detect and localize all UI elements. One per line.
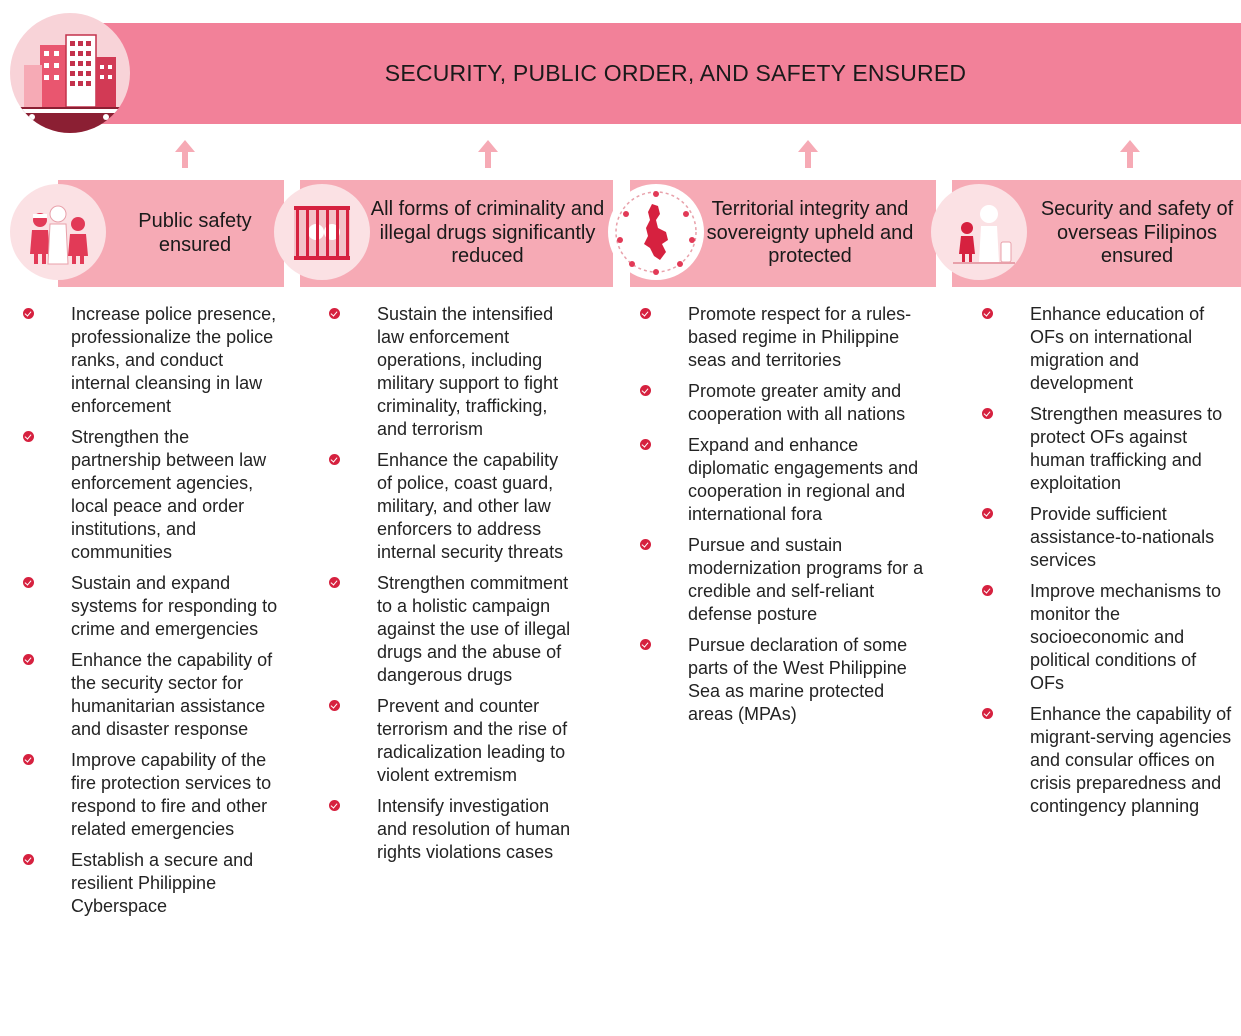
outcome-title: Territorial integrity and sovereignty up…	[706, 198, 914, 267]
strategy-list-overseas-filipinos: Enhance education of OFs on internationa…	[982, 303, 1235, 826]
strategy-list-territorial: Promote respect for a rules-based regime…	[640, 303, 928, 734]
list-item: Establish a secure and resilient Philipp…	[23, 849, 281, 918]
jail-bars-icon	[274, 184, 370, 280]
up-arrow-icon	[1120, 140, 1140, 168]
list-item: Increase police presence, professionaliz…	[23, 303, 281, 418]
traveler-icon	[931, 184, 1027, 280]
list-item: Strengthen commitment to a holistic camp…	[329, 572, 577, 687]
list-item: Enhance the capability of migrant-servin…	[982, 703, 1235, 818]
list-item: Provide sufficient assistance-to-nationa…	[982, 503, 1235, 572]
list-item: Strengthen measures to protect OFs again…	[982, 403, 1235, 495]
list-item: Enhance education of OFs on internationa…	[982, 303, 1235, 395]
list-item: Pursue and sustain modernization program…	[640, 534, 928, 626]
outcome-title: Public safety ensured	[138, 210, 252, 256]
check-bullet-icon	[982, 585, 993, 596]
list-item: Enhance the capability of police, coast …	[329, 449, 577, 564]
list-item: Strengthen the partnership between law e…	[23, 426, 281, 564]
check-bullet-icon	[640, 308, 651, 319]
list-item: Promote greater amity and cooperation wi…	[640, 380, 928, 426]
outcome-title: All forms of criminality and illegal dru…	[370, 198, 605, 267]
check-bullet-icon	[982, 308, 993, 319]
check-bullet-icon	[329, 454, 340, 465]
list-item: Sustain and expand systems for respondin…	[23, 572, 281, 641]
check-bullet-icon	[23, 308, 34, 319]
main-outcome-banner: SECURITY, PUBLIC ORDER, AND SAFETY ENSUR…	[70, 23, 1241, 124]
check-bullet-icon	[329, 700, 340, 711]
city-buildings-icon	[10, 13, 130, 133]
check-bullet-icon	[329, 800, 340, 811]
check-bullet-icon	[329, 308, 340, 319]
check-bullet-icon	[640, 439, 651, 450]
philippine-map-icon	[608, 184, 704, 280]
check-bullet-icon	[640, 385, 651, 396]
strategy-list-criminality: Sustain the intensified law enforcement …	[329, 303, 577, 872]
list-item: Intensify investigation and resolution o…	[329, 795, 577, 864]
list-item: Sustain the intensified law enforcement …	[329, 303, 577, 441]
list-item: Prevent and counter terrorism and the ri…	[329, 695, 577, 787]
check-bullet-icon	[23, 431, 34, 442]
check-bullet-icon	[329, 577, 340, 588]
up-arrow-icon	[175, 140, 195, 168]
check-bullet-icon	[982, 508, 993, 519]
up-arrow-icon	[798, 140, 818, 168]
outcome-header-public-safety: Public safety ensured	[58, 180, 284, 287]
outcome-title: Security and safety of overseas Filipino…	[1040, 198, 1234, 267]
police-officers-icon	[10, 184, 106, 280]
list-item: Promote respect for a rules-based regime…	[640, 303, 928, 372]
main-outcome-title: SECURITY, PUBLIC ORDER, AND SAFETY ENSUR…	[384, 60, 967, 86]
check-bullet-icon	[982, 708, 993, 719]
check-bullet-icon	[640, 639, 651, 650]
check-bullet-icon	[23, 654, 34, 665]
list-item: Expand and enhance diplomatic engagement…	[640, 434, 928, 526]
check-bullet-icon	[23, 854, 34, 865]
list-item: Enhance the capability of the security s…	[23, 649, 281, 741]
check-bullet-icon	[640, 539, 651, 550]
check-bullet-icon	[982, 408, 993, 419]
strategy-list-public-safety: Increase police presence, professionaliz…	[23, 303, 281, 926]
check-bullet-icon	[23, 577, 34, 588]
list-item: Improve capability of the fire protectio…	[23, 749, 281, 841]
list-item: Pursue declaration of some parts of the …	[640, 634, 928, 726]
check-bullet-icon	[23, 754, 34, 765]
list-item: Improve mechanisms to monitor the socioe…	[982, 580, 1235, 695]
up-arrow-icon	[478, 140, 498, 168]
